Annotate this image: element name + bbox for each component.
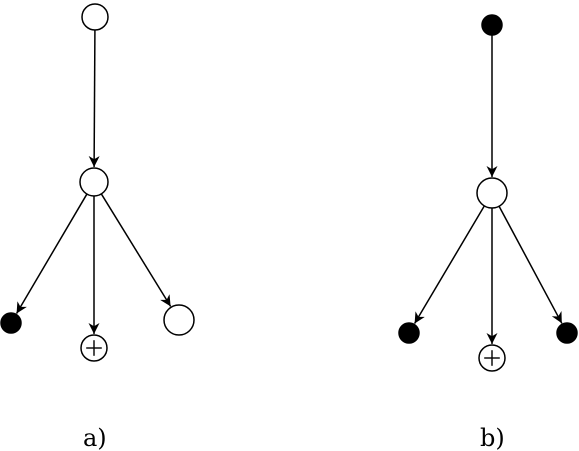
node-circle-b-right-leaf xyxy=(556,322,578,344)
edge-a-hub-to-right-leaf xyxy=(100,193,172,307)
node-b-root xyxy=(481,14,503,36)
node-circle-b-left-leaf xyxy=(398,322,420,344)
edges-layer xyxy=(15,29,563,344)
panel-b-label: b) xyxy=(480,424,505,451)
node-circle-a-left-leaf xyxy=(0,312,22,334)
labels-layer: a) b) xyxy=(83,424,505,451)
node-b-left-leaf xyxy=(398,322,420,344)
node-circle-b-hub xyxy=(476,177,508,209)
nodes-layer xyxy=(0,3,578,372)
node-b-hub xyxy=(476,177,508,209)
node-circle-a-root xyxy=(81,3,109,31)
edge-b-hub-to-left-leaf xyxy=(413,205,485,324)
edge-a-root-to-hub xyxy=(88,29,100,168)
node-b-middle-leaf xyxy=(478,344,506,372)
node-a-hub xyxy=(79,167,109,197)
node-a-left-leaf xyxy=(0,312,22,334)
edge-a-hub-to-left-leaf xyxy=(15,193,88,314)
node-circle-a-hub xyxy=(79,167,109,197)
edge-b-hub-to-right-leaf xyxy=(498,205,563,324)
node-circle-b-root xyxy=(481,14,503,36)
node-b-right-leaf xyxy=(556,322,578,344)
node-a-right-leaf xyxy=(163,304,195,336)
node-a-middle-leaf xyxy=(80,334,108,362)
node-a-root xyxy=(81,3,109,31)
panel-a-label: a) xyxy=(83,424,107,451)
node-circle-a-right-leaf xyxy=(163,304,195,336)
